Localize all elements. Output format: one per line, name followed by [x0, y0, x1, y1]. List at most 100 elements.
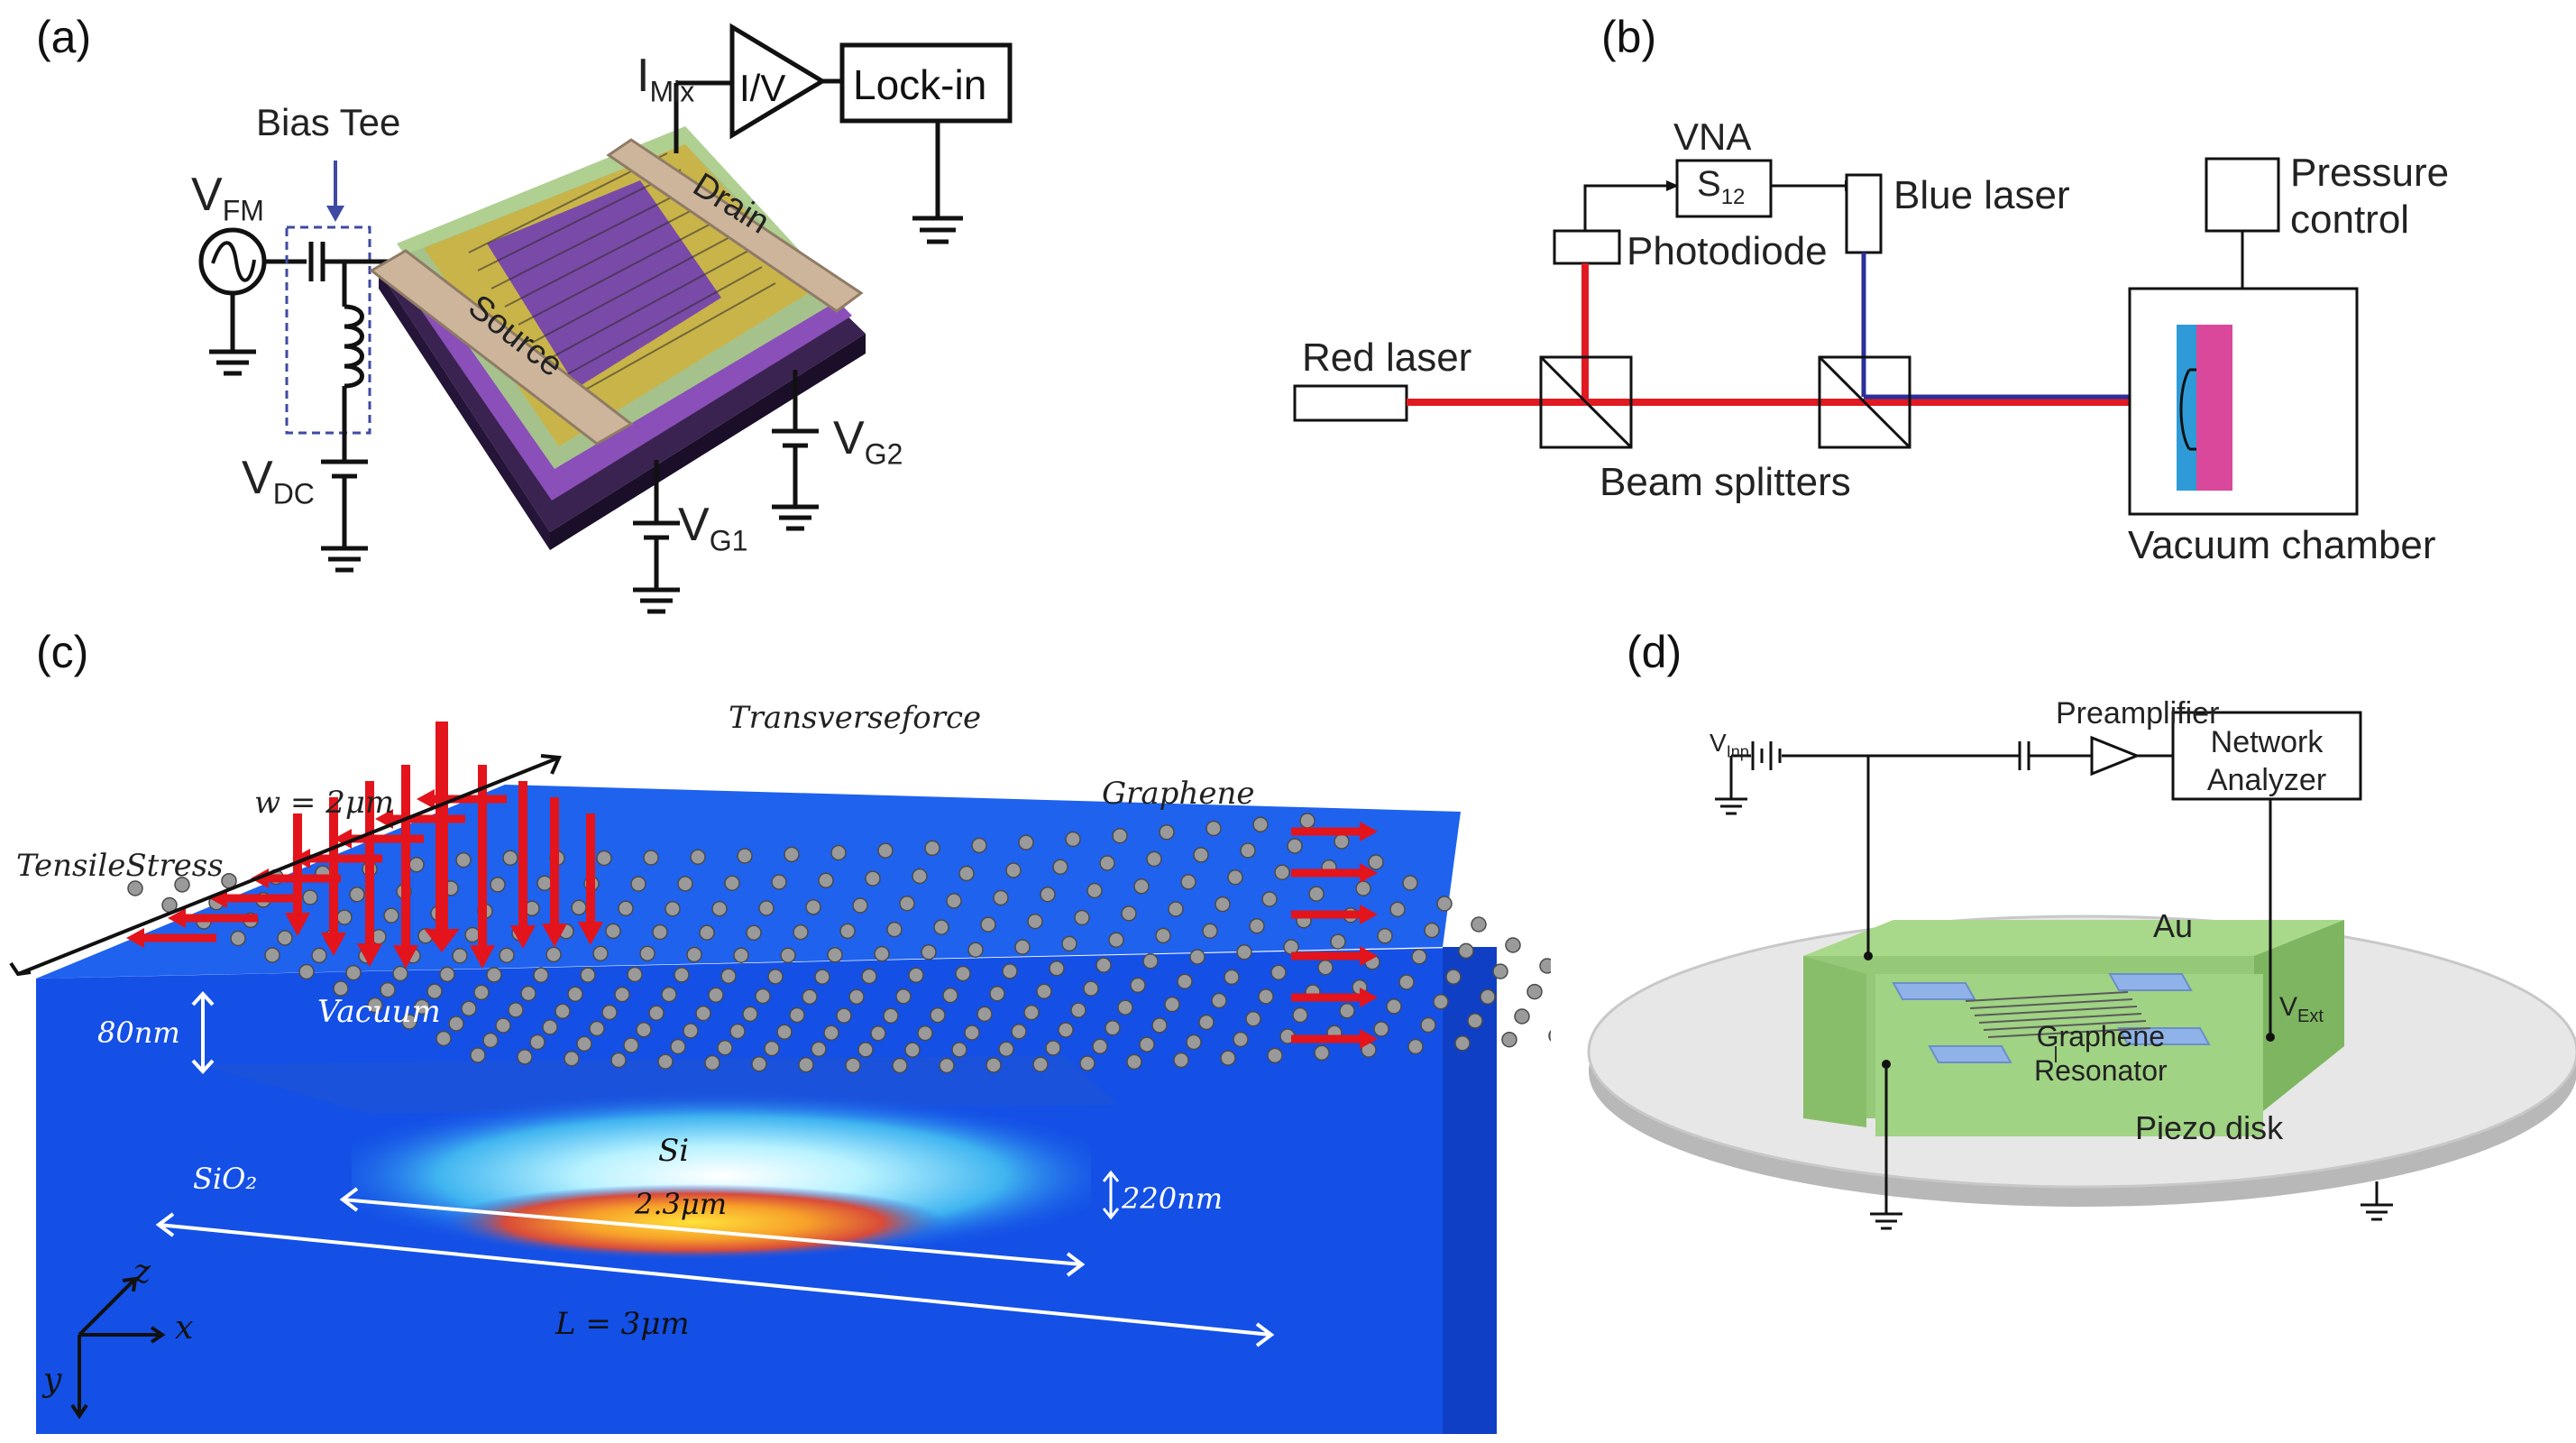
graphene-atom — [967, 942, 984, 958]
red-laser-box — [1293, 384, 1408, 422]
graphene-atom — [1133, 878, 1150, 895]
v-ext-label: VExt — [2279, 992, 2324, 1026]
graphene-atom — [746, 924, 762, 941]
graphene-atom — [1023, 1004, 1040, 1021]
graphene-atom — [643, 850, 659, 866]
graphene-atom — [946, 893, 962, 909]
graphene-atom — [985, 1057, 1002, 1073]
transverse-force-arrowhead — [578, 922, 603, 945]
graphene-atom — [1121, 905, 1137, 922]
sample-cyan — [2177, 325, 2196, 491]
graphene-atom — [1186, 1034, 1202, 1051]
graphene-atom — [596, 850, 612, 867]
panel-c-label: (c) — [36, 627, 89, 677]
graphene-atom — [780, 947, 796, 964]
graphene-atom — [699, 924, 715, 941]
graphene-resonator — [1965, 991, 2151, 1038]
panel-c: (c) — [0, 622, 1658, 1438]
vacuum-chamber-box — [2128, 287, 2359, 516]
graphene-atom — [1070, 1002, 1086, 1018]
graphene-atom — [1092, 1038, 1108, 1055]
graphene-atom — [455, 851, 472, 869]
graphene-atom — [610, 1052, 627, 1069]
graphene-atom — [336, 909, 353, 925]
graphene-atom — [993, 889, 1009, 906]
v-g2-label: VG2 — [833, 412, 903, 471]
graphene-atom — [618, 900, 634, 917]
graphene-atom — [1402, 875, 1418, 891]
graphene-atom — [435, 1030, 452, 1047]
tensile-stress-arrow-righthead — [1360, 822, 1378, 841]
graphene-lattice — [127, 813, 1658, 1074]
graphene-atom — [1339, 1003, 1355, 1019]
graphene-atom — [874, 945, 890, 962]
graphene-atom — [302, 889, 318, 905]
graphene-atom — [798, 1056, 814, 1073]
graphene-atom — [264, 947, 280, 963]
vna-label: VNA — [1673, 115, 1752, 158]
graphene-atom — [924, 840, 940, 857]
graphene-atom — [683, 1023, 699, 1039]
graphene-atom — [1002, 963, 1018, 979]
graphene-atom — [971, 837, 987, 854]
graphene-atom — [793, 924, 809, 941]
contact-pad-tl — [1892, 982, 1976, 1000]
graphene-atom — [1317, 959, 1334, 976]
graphene-atom — [742, 1006, 758, 1023]
graphene-atom — [1389, 901, 1406, 918]
graphene-atom — [899, 895, 915, 912]
transverse-force-arrowhead — [424, 929, 460, 952]
graphene-atom — [1220, 1050, 1236, 1066]
blue-laser-label: Blue laser — [1893, 173, 2070, 217]
photodiode-box — [1553, 229, 1621, 265]
graphene-atom — [1130, 977, 1146, 994]
graphene-atom — [1373, 1021, 1389, 1037]
graphene-atom — [845, 1057, 861, 1073]
graphene-atom — [439, 966, 455, 983]
graphene-atom — [345, 964, 362, 981]
graphene-atom — [1083, 980, 1099, 997]
graphene-atom — [1368, 854, 1384, 870]
panel-a-label: (a) — [36, 12, 92, 62]
graphene-atom — [1058, 1022, 1074, 1038]
graphene-atom — [470, 1047, 486, 1063]
graphene-atom — [652, 924, 668, 941]
vacuum-chamber-label: Vacuum chamber — [2128, 523, 2436, 567]
graphene-atom — [861, 968, 877, 985]
graphene-atom — [1215, 896, 1231, 913]
graphene-atom — [1139, 1036, 1155, 1052]
graphene-atom — [1454, 1034, 1471, 1052]
graphene-atom — [1539, 958, 1555, 974]
graphene-atom — [499, 947, 515, 963]
tensile-stress-arrow-lefthead — [126, 928, 144, 948]
graphene-atom — [533, 967, 549, 983]
sample-magenta — [2196, 325, 2232, 491]
graphene-atom — [1074, 909, 1090, 926]
drain-electrode — [606, 138, 864, 313]
graphene-atom — [857, 1042, 874, 1058]
graphene-atom — [998, 1041, 1014, 1057]
graphene-atom — [311, 947, 327, 964]
v-dc-label: VDC — [242, 452, 315, 510]
panel-d: (d) — [1551, 622, 2576, 1438]
graphene-atom — [802, 988, 818, 1005]
graphene-atom — [814, 969, 830, 985]
preamplifier-label: Preamplifier — [2056, 696, 2220, 731]
graphene-atom — [1411, 948, 1427, 965]
graphene-atom — [529, 1034, 545, 1051]
graphene-atom — [174, 877, 190, 893]
graphene-atom — [1492, 963, 1508, 979]
graphene-atom — [536, 875, 553, 892]
blue-laser-box — [1845, 173, 1883, 254]
beam-splitter-1 — [1539, 355, 1633, 449]
graphene-atom — [452, 947, 468, 964]
graphene-atom — [908, 967, 924, 984]
width-label: w = 2μm — [254, 785, 395, 821]
graphene-atom — [1164, 996, 1180, 1013]
graphene-atom — [1267, 1047, 1283, 1064]
graphene-atom — [639, 945, 655, 961]
graphene-atom — [520, 985, 536, 1002]
graphene-atom — [917, 1025, 933, 1042]
preamplifier-icon — [2090, 735, 2141, 777]
